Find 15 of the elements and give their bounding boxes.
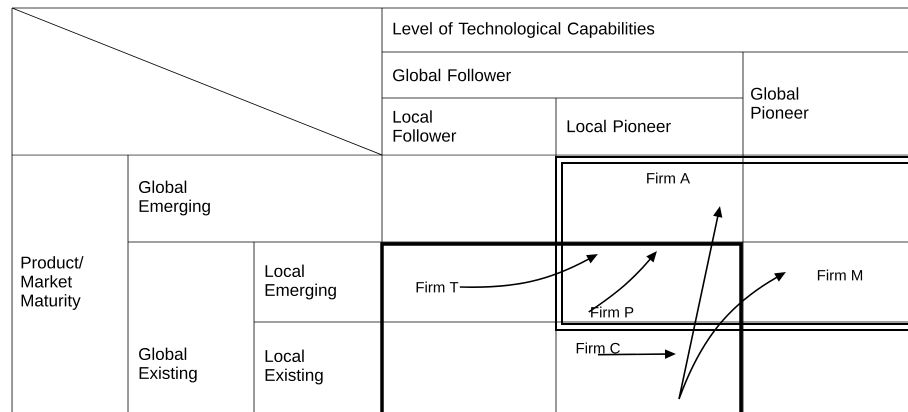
header-text: Product/ Market Maturity [22, 256, 84, 310]
firm-label: Firm T [416, 282, 458, 292]
header-text: Global Existing [139, 348, 197, 382]
firm-label: Firm A [647, 172, 690, 184]
header-text: Local Follower [394, 110, 456, 142]
firm-label: Firm M [818, 270, 862, 280]
firm-label: Firm C [576, 342, 620, 354]
header-text: Local Existing [266, 350, 323, 384]
header-text: Local Emerging [266, 264, 336, 300]
header-text: Local Pioneer [568, 120, 671, 132]
header-text: Global Follower [393, 68, 511, 82]
firm-label: Firm P [591, 306, 634, 318]
header-text: Global Emerging [139, 180, 210, 216]
header-text: Global Pioneer [751, 87, 808, 119]
header-text: Level of Technological Capabilities [394, 22, 654, 38]
